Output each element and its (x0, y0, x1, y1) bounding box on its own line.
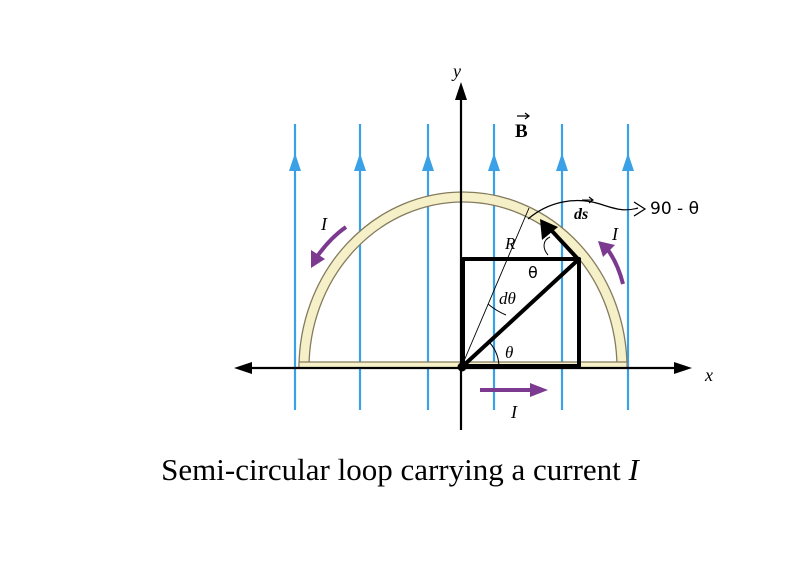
field-vector-arrow-icon (517, 112, 530, 120)
field-arrowhead-icon (422, 153, 434, 171)
ds-label: ds (574, 206, 588, 223)
x-axis-arrow-right-icon (674, 362, 692, 374)
current-label-left: I (320, 214, 328, 234)
current-label-right: I (611, 224, 619, 244)
field-arrowheads (289, 153, 634, 171)
hand-rectangle (461, 257, 581, 368)
field-arrowhead-icon (622, 153, 634, 171)
radius-label: R (504, 234, 516, 253)
current-arrowhead-left-icon (311, 250, 325, 268)
ds-vector (550, 229, 579, 260)
caption-current-symbol: I (628, 452, 639, 487)
handwritten-angle-curve (527, 199, 639, 220)
radius-line (460, 207, 530, 369)
origin-dot (457, 362, 467, 372)
figure-caption: Semi-circular loop carrying a current I (0, 452, 800, 488)
field-arrowhead-icon (556, 153, 568, 171)
x-axis-label: x (704, 365, 713, 385)
handwritten-arrow-icon (633, 201, 647, 217)
field-label: B (515, 121, 528, 142)
field-arrowhead-icon (488, 153, 500, 171)
dtheta-arc (487, 303, 507, 316)
ds-arrowhead-icon (540, 219, 558, 240)
current-arrows (311, 225, 625, 397)
hand-diagonal (461, 257, 581, 368)
handwritten-theta-label: θ (528, 263, 538, 282)
handwritten-angle-arc (543, 236, 551, 256)
field-arrowhead-icon (354, 153, 366, 171)
handwritten-note: 90 - θ (650, 199, 699, 219)
current-arrowhead-right-icon (598, 241, 615, 257)
current-arrowhead-bottom-icon (530, 383, 548, 397)
handwritten-construction (461, 229, 581, 368)
axes (234, 82, 692, 430)
y-axis-arrow-icon (455, 82, 467, 100)
dtheta-label: dθ (499, 289, 516, 308)
caption-text: Semi-circular loop carrying a current (161, 452, 629, 487)
current-arc-right (606, 248, 625, 285)
current-label-bottom: I (510, 402, 518, 422)
y-axis-label: y (451, 61, 461, 81)
x-axis-arrow-left-icon (234, 362, 252, 374)
ds-vector-arrow-icon (582, 196, 594, 204)
theta-label: θ (505, 343, 513, 362)
field-arrowhead-icon (289, 153, 301, 171)
